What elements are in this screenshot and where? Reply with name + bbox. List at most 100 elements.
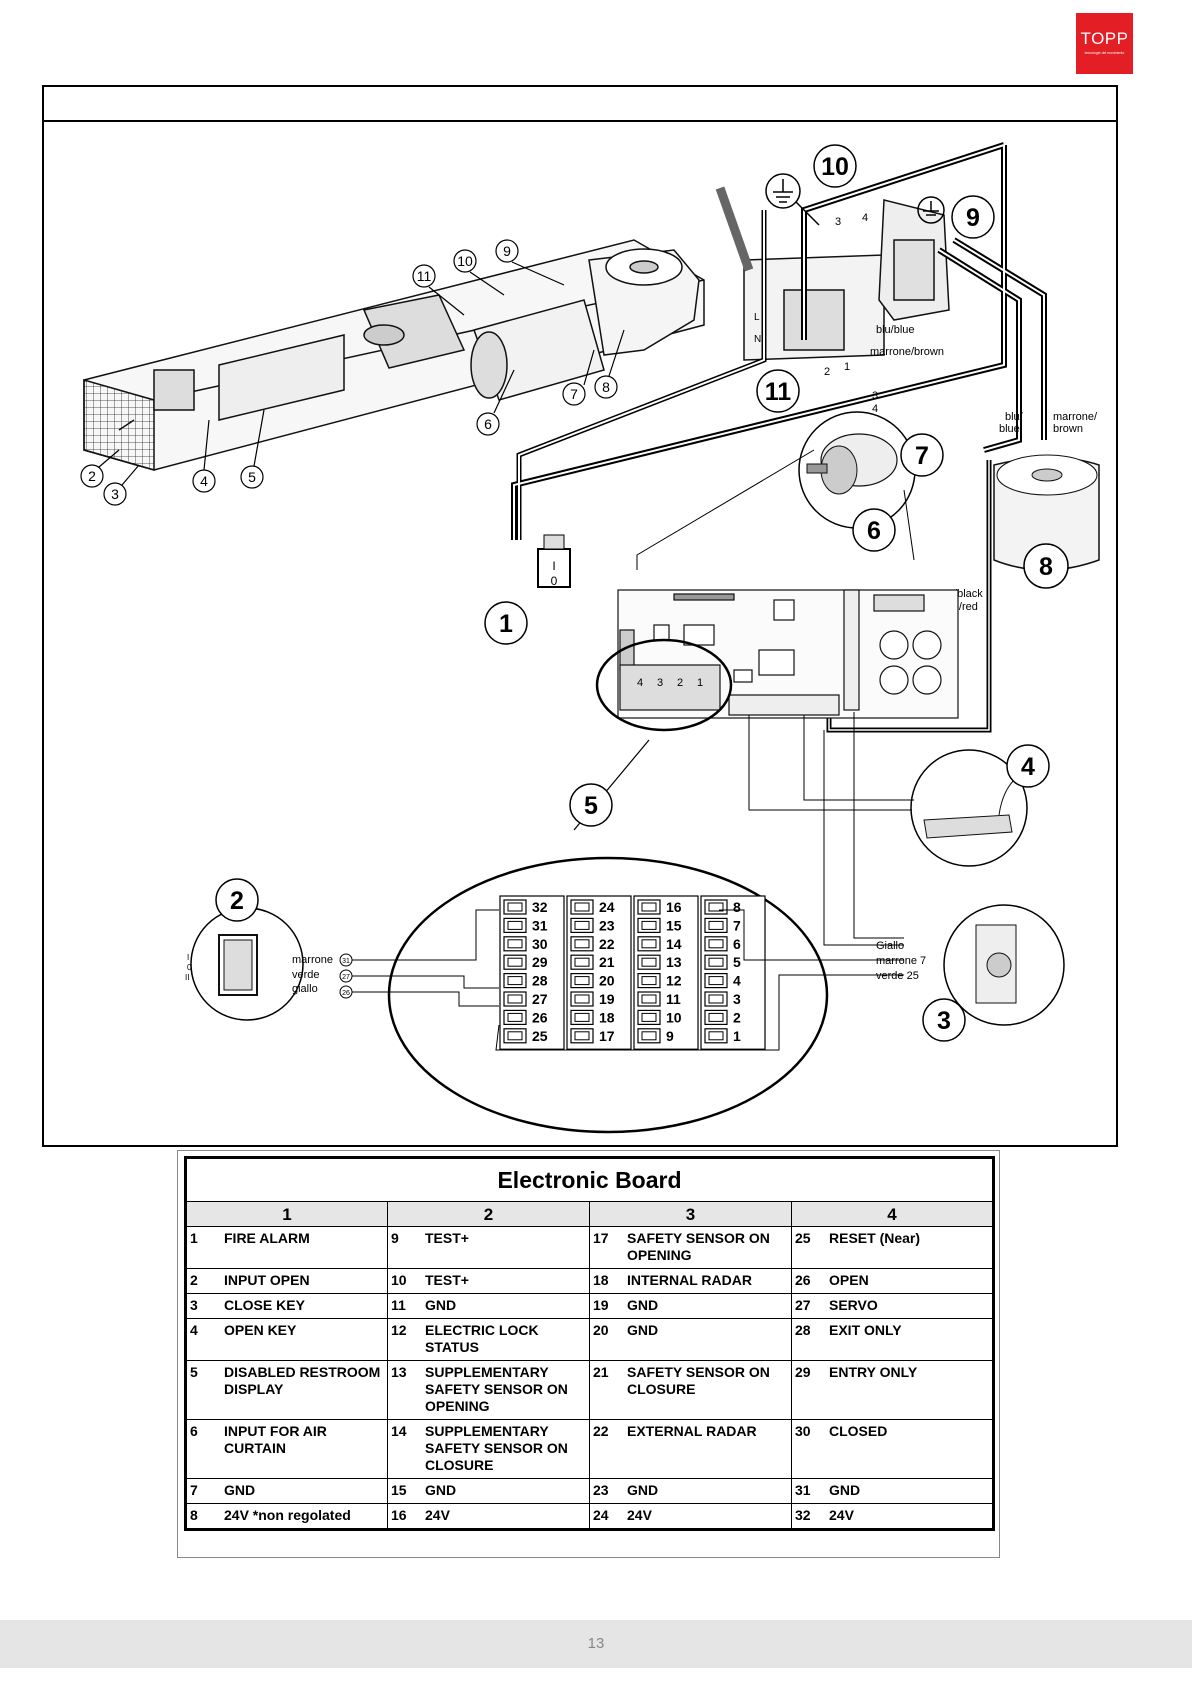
terminal-screw-slot [507, 994, 523, 1004]
terminal-pin-label: 32 [532, 899, 548, 915]
callout-5-board: 5 [584, 792, 598, 820]
terminal-pin-label: 26 [532, 1009, 548, 1025]
board-block-label-2: 2 [677, 677, 683, 689]
terminal-screw-slot [708, 957, 724, 967]
terminal-number: 2 [190, 1272, 198, 1288]
terminal-screw-slot [708, 939, 724, 949]
terminal-screw [704, 899, 728, 915]
terminal-screw [503, 954, 527, 970]
terminal-screw-slot [574, 939, 590, 949]
terminal-function: TEST+ [425, 1230, 469, 1246]
terminal-screw [637, 899, 661, 915]
encoder-inset: 7 6 [636, 411, 944, 570]
pin-tag-26: 26 [342, 990, 350, 997]
board-block-label-4: 4 [637, 677, 643, 689]
callout-8-motor: 8 [1039, 553, 1053, 581]
terminal-function: DISABLED RESTROOM DISPLAY [224, 1364, 381, 1397]
terminal-pin-label: 7 [733, 917, 741, 933]
terminal-number: 31 [795, 1482, 811, 1498]
terminal-screw [570, 1009, 594, 1026]
terminal-function: INPUT OPEN [224, 1272, 310, 1288]
label-blu-blue: blu/blue [876, 324, 915, 336]
terminal-function: 24V *non regolated [224, 1507, 351, 1523]
key-switch-inset: 3 [853, 712, 1065, 1042]
table-cell: 24 24V [589, 1503, 792, 1530]
board-block-label-1: 1 [697, 677, 703, 689]
terminal-pin-label: 10 [666, 1009, 682, 1025]
terminal-function: 24V [627, 1507, 652, 1523]
board-block-label-3: 3 [657, 677, 663, 689]
terminal-screw-slot [574, 920, 590, 930]
callout-6: 6 [484, 416, 492, 432]
terminal-screw-slot [708, 976, 724, 986]
terminal-screw-slot [507, 957, 523, 967]
terminal-screw [704, 1009, 728, 1026]
terminal-screw-slot [574, 976, 590, 986]
terminal-screw-slot [574, 1031, 590, 1041]
power-inlet-assembly [715, 186, 950, 361]
terminal-number: 21 [593, 1364, 609, 1380]
terminal-function: ELECTRIC LOCK STATUS [425, 1322, 539, 1355]
terminal-screw [637, 1009, 661, 1026]
wire-label-4: 4 [862, 212, 868, 224]
logo-text: TOPP [1080, 29, 1129, 48]
brand-logo: TOPP tecnologie del movimento [1076, 13, 1133, 74]
plug-label-L: L [754, 312, 760, 323]
terminal-function: EXIT ONLY [829, 1322, 902, 1338]
column-header-1: 1 [185, 1201, 388, 1227]
label-marrone-right-2: brown [1053, 423, 1083, 435]
wiring-diagram: 2 3 4 5 6 7 8 11 10 9 [80, 142, 1100, 1134]
terminal-screw [570, 1028, 594, 1044]
terminal-number: 17 [593, 1230, 609, 1246]
column-header-2: 2 [387, 1201, 590, 1227]
terminal-function: CLOSE KEY [224, 1297, 305, 1313]
terminal-screw-slot [708, 920, 724, 930]
terminal-number: 9 [391, 1230, 399, 1246]
terminal-number: 24 [593, 1507, 609, 1523]
terminal-pin-label: 30 [532, 936, 548, 952]
callout-7: 7 [570, 386, 578, 402]
terminal-pin-label: 12 [666, 973, 682, 989]
terminal-number: 3 [190, 1297, 198, 1313]
terminal-screw [503, 1028, 527, 1044]
terminal-pin-label: 21 [599, 954, 615, 970]
terminal-screw [503, 1009, 527, 1026]
terminal-number: 19 [593, 1297, 609, 1313]
table-cell: 8 24V *non regolated [185, 1503, 388, 1530]
label-marrone-7: marrone 7 [876, 955, 926, 967]
terminal-pin-label: 27 [532, 991, 548, 1007]
terminal-number: 6 [190, 1423, 198, 1439]
terminal-screw-slot [641, 994, 657, 1004]
table-cell: 2 INPUT OPEN [185, 1268, 388, 1294]
terminal-pin-label: 19 [599, 991, 615, 1007]
terminal-function: CLOSED [829, 1423, 888, 1439]
terminal-screw [704, 972, 728, 989]
terminal-screw-slot [641, 1012, 657, 1022]
terminal-function: GND [829, 1482, 861, 1498]
terminal-number: 26 [795, 1272, 811, 1288]
terminal-number: 8 [190, 1507, 198, 1523]
terminal-pin-label: 16 [666, 899, 682, 915]
terminal-screw [570, 954, 594, 970]
terminal-number: 32 [795, 1507, 811, 1523]
terminal-number: 11 [391, 1297, 406, 1313]
page-number: 13 [587, 1635, 605, 1652]
terminal-function: 24V [829, 1507, 854, 1523]
terminal-pin-label: 8 [733, 899, 741, 915]
terminal-blocks: 3231302928272625242322212019181716151413… [499, 895, 766, 1050]
selector-inset: 2 I 0 II marrone verde giallo 31 27 26 [185, 878, 353, 1021]
terminal-pin-label: 9 [666, 1028, 674, 1044]
column-header-4: 4 [791, 1201, 994, 1227]
